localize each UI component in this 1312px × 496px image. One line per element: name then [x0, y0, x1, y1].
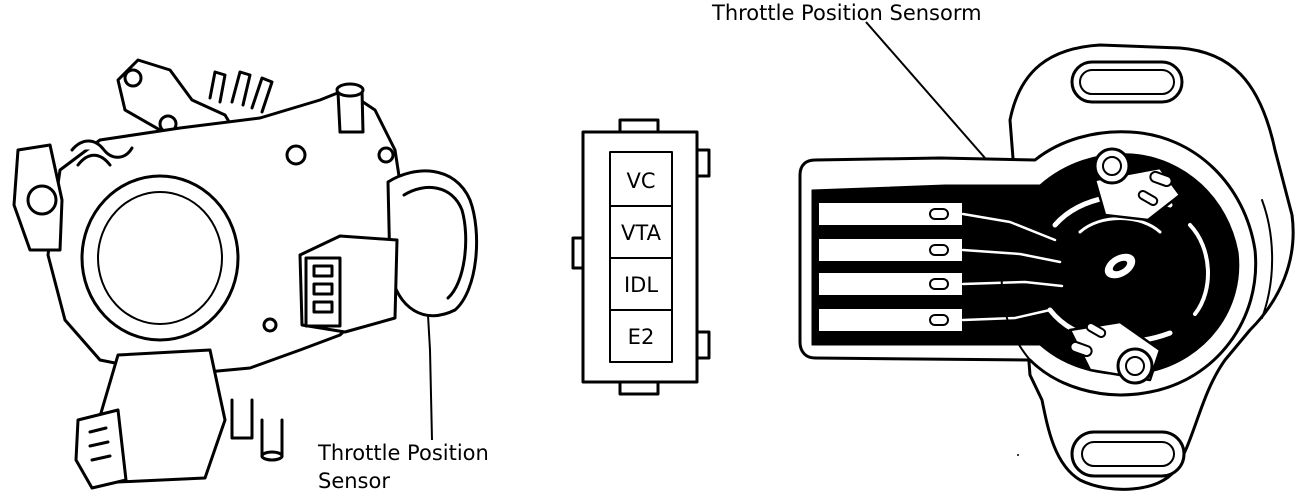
connector-pinout [571, 118, 711, 396]
pin-label-e2: E2 [628, 325, 655, 349]
sensor-callout-line2: Sensor [318, 469, 390, 493]
sensor-detail-callout: Throttle Position Sensorm [711, 1, 982, 25]
pin-label-vc: VC [626, 169, 655, 193]
sensor-internal-illustration [798, 43, 1295, 491]
pin-cell-4 [609, 309, 673, 363]
throttle-body-illustration [12, 58, 479, 490]
pin-cell-1 [609, 151, 673, 207]
pin-cell-3 [609, 257, 673, 311]
left-callout-leader [427, 314, 433, 441]
pin-cell-2 [609, 205, 673, 259]
pin-label-idl: IDL [624, 273, 658, 297]
pin-label-vta: VTA [621, 221, 662, 245]
speck [1017, 454, 1019, 456]
sensor-callout-line1: Throttle Position [317, 441, 489, 465]
right-callout-leader [865, 21, 986, 159]
